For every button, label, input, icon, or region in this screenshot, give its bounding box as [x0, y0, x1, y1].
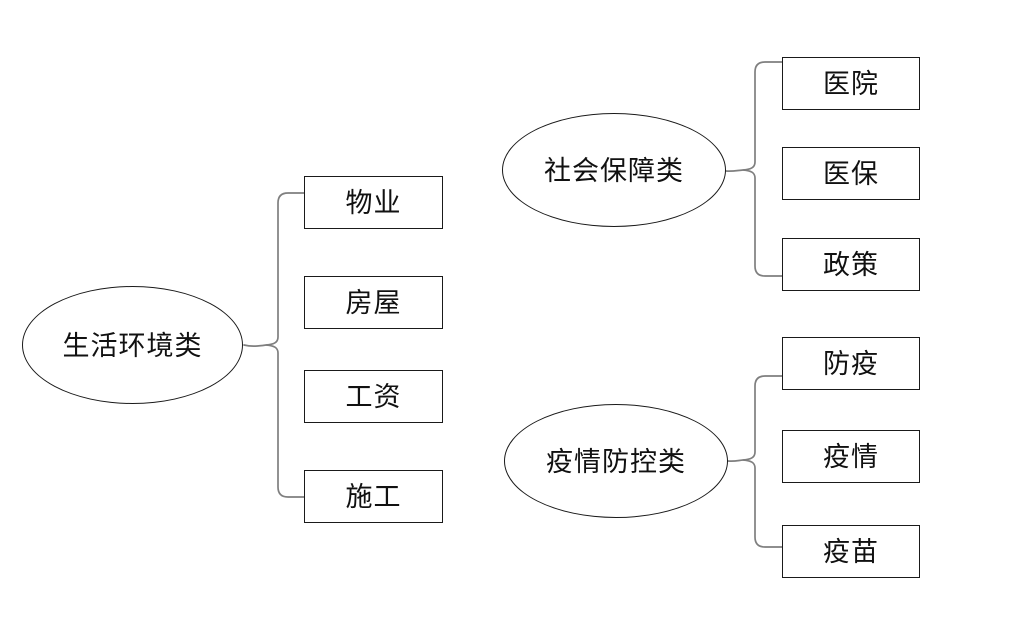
category-label: 社会保障类 — [544, 155, 684, 186]
item-label: 医保 — [823, 159, 879, 189]
item-label: 防疫 — [823, 349, 879, 379]
item-box-policy: 政策 — [782, 238, 920, 291]
brace-social-security — [742, 61, 783, 277]
item-label: 疫情 — [823, 442, 879, 472]
item-label: 施工 — [345, 482, 402, 512]
item-box-property: 物业 — [304, 176, 443, 229]
link-living-environment — [243, 344, 267, 347]
item-label: 政策 — [823, 250, 879, 280]
item-box-construction: 施工 — [304, 470, 443, 523]
item-box-hospital: 医院 — [782, 57, 920, 110]
category-ellipse-epidemic-control: 疫情防控类 — [504, 404, 728, 518]
link-epidemic-control — [727, 459, 744, 462]
item-box-epidemic: 疫情 — [782, 430, 920, 483]
item-label: 医院 — [823, 69, 879, 99]
item-box-vaccine: 疫苗 — [782, 525, 920, 578]
item-label: 房屋 — [345, 288, 402, 318]
item-label: 疫苗 — [823, 537, 879, 567]
category-ellipse-social-security: 社会保障类 — [502, 113, 726, 227]
item-box-medical-insurance: 医保 — [782, 147, 920, 200]
item-box-wages: 工资 — [304, 370, 443, 423]
item-label: 物业 — [345, 188, 402, 218]
item-label: 工资 — [345, 382, 402, 412]
item-box-epidemic-prevention: 防疫 — [782, 337, 920, 390]
brace-epidemic-control — [742, 375, 783, 548]
category-ellipse-living-environment: 生活环境类 — [22, 286, 243, 404]
item-box-housing: 房屋 — [304, 276, 443, 329]
category-label: 疫情防控类 — [546, 446, 686, 477]
brace-living-environment — [265, 192, 305, 498]
category-label: 生活环境类 — [62, 330, 203, 361]
link-social-security — [725, 169, 744, 172]
